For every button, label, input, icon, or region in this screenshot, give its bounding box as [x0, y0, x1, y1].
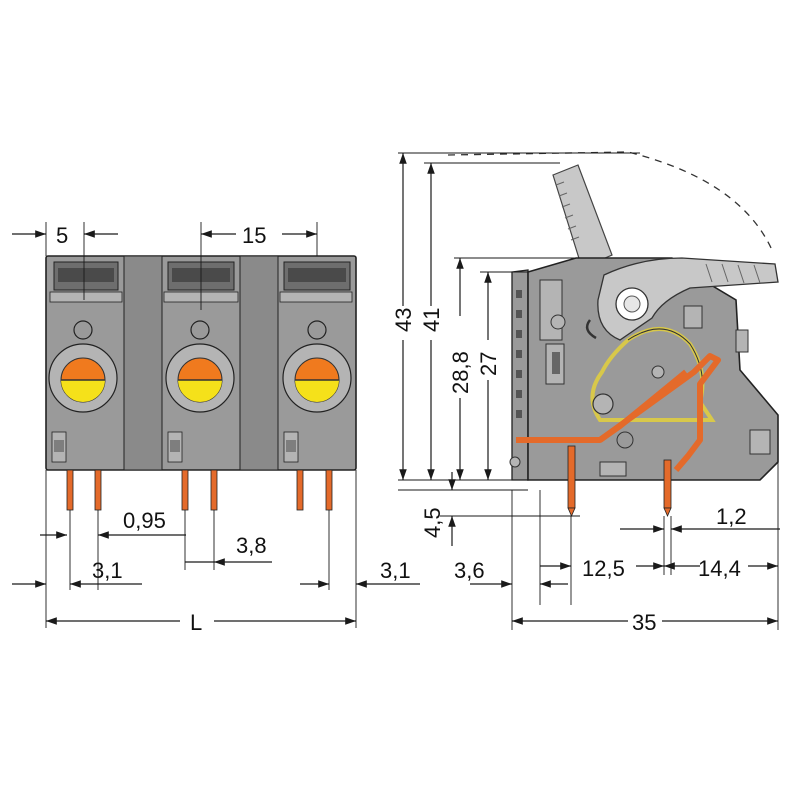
- pole-1-pin-b: [94, 469, 102, 511]
- dim-side-pin-offset-12-5: 12,5: [582, 556, 625, 581]
- front-separator-1: [123, 255, 163, 471]
- pole-2-pin-b: [210, 469, 218, 511]
- lever-open-position: [552, 164, 613, 269]
- dim-side-height-28-8: 28,8: [448, 351, 473, 394]
- pole-3-pin-b: [325, 469, 333, 511]
- dim-front-pin-spacing: 3,8: [236, 533, 267, 558]
- dim-front-offset-right: 3,1: [380, 558, 411, 583]
- pole-1-pin-a: [66, 469, 74, 511]
- pole-3-test-hole: [307, 320, 327, 340]
- dim-side-height-43: 43: [391, 308, 416, 332]
- front-view: 5 15 0,95 3,8 3,1 3,1 L: [12, 222, 420, 635]
- front-separator-2: [239, 255, 279, 471]
- dim-side-depth-35: 35: [632, 610, 656, 635]
- pole-1: [48, 261, 123, 511]
- lever-swing-arc: [447, 151, 773, 251]
- dim-side-pin-length: 4,5: [420, 507, 445, 538]
- dim-side-height-27: 27: [476, 352, 501, 376]
- dim-side-height-41: 41: [419, 308, 444, 332]
- dim-front-pitch-5: 5: [56, 223, 68, 248]
- dim-side-pin-thickness: 1,2: [716, 504, 747, 529]
- pole-3: [279, 261, 353, 511]
- pole-1-test-hole: [73, 320, 93, 340]
- dim-side-offset-3-6: 3,6: [454, 558, 485, 583]
- side-view: 43 41 28,8 27 4,5 1,2 3,6: [391, 151, 780, 635]
- pole-2-pin-a: [181, 469, 189, 511]
- pole-3-pin-a: [296, 469, 304, 511]
- side-pin-2: [663, 459, 672, 509]
- lever-closed: [597, 257, 779, 341]
- side-pin-1: [567, 445, 576, 509]
- pole-2-test-hole: [190, 320, 210, 340]
- dim-front-pitch-15: 15: [242, 223, 266, 248]
- dim-front-overall-length: L: [190, 610, 202, 635]
- dim-side-pin-offset-14-4: 14,4: [698, 556, 741, 581]
- dim-front-offset-left: 3,1: [92, 558, 123, 583]
- dim-front-pin-width: 0,95: [123, 508, 166, 533]
